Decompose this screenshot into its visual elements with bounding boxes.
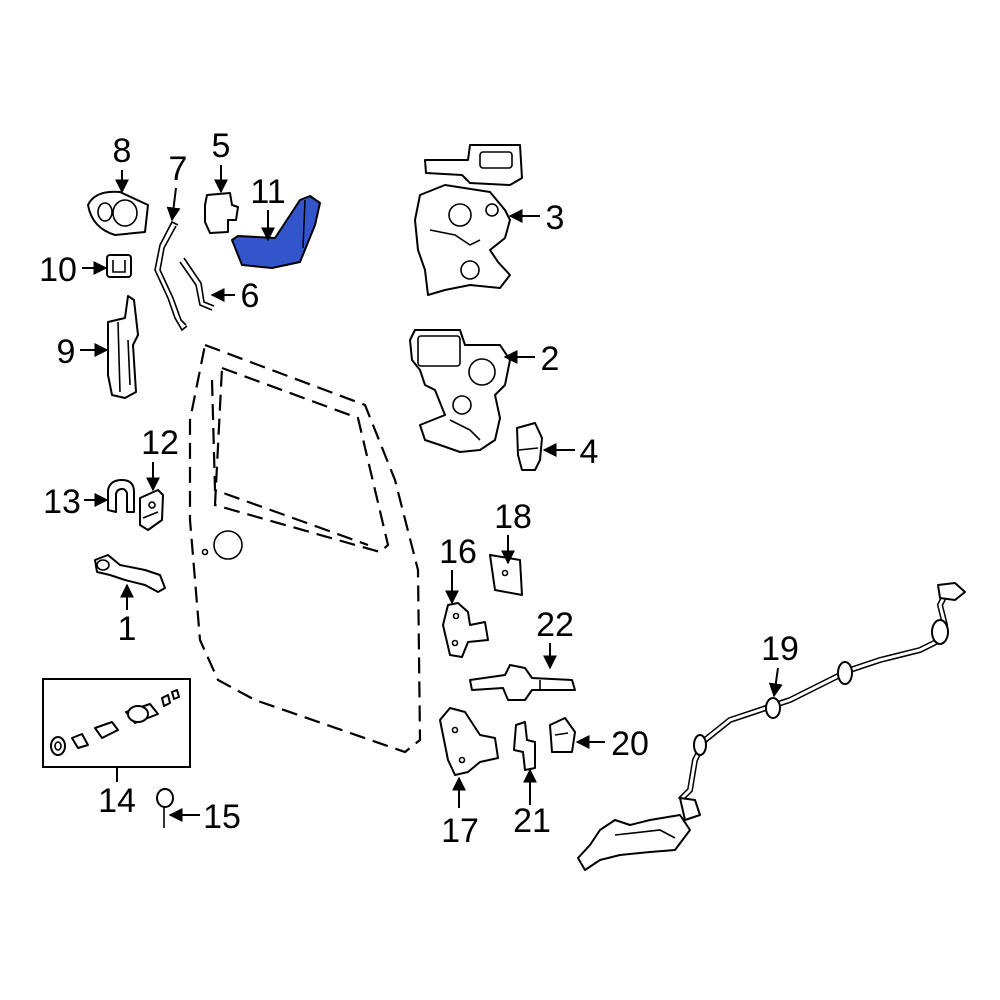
part-10-clip[interactable]	[107, 255, 131, 277]
part-2-latch[interactable]	[410, 330, 510, 452]
part-3-latch[interactable]	[415, 145, 522, 295]
callout-2[interactable]: 2	[541, 340, 560, 378]
callout-16[interactable]: 16	[439, 533, 477, 571]
callout-9[interactable]: 9	[57, 333, 76, 371]
part-15-pin[interactable]	[157, 789, 173, 828]
part-13-clip[interactable]	[108, 480, 134, 512]
callout-20[interactable]: 20	[611, 725, 649, 763]
part-18-plate[interactable]	[490, 555, 522, 595]
part-20-clip[interactable]	[550, 718, 575, 752]
part-17-hinge[interactable]	[440, 708, 498, 775]
callout-22[interactable]: 22	[536, 606, 574, 644]
callout-1[interactable]: 1	[118, 610, 137, 648]
callout-3[interactable]: 3	[546, 199, 565, 237]
part-8-handle-bezel[interactable]	[88, 192, 148, 235]
callout-19[interactable]: 19	[761, 630, 799, 668]
callout-12[interactable]: 12	[141, 424, 179, 462]
part-7-rod[interactable]	[155, 222, 187, 330]
callout-11[interactable]: 11	[250, 173, 285, 211]
door-outline	[190, 345, 420, 752]
part-14-lock-kit[interactable]	[43, 679, 190, 767]
callout-15[interactable]: 15	[203, 798, 241, 836]
part-4-bumper[interactable]	[517, 423, 542, 470]
callout-7[interactable]: 7	[169, 150, 188, 188]
callout-6[interactable]: 6	[241, 277, 260, 315]
part-9-bracket[interactable]	[108, 296, 138, 398]
callout-8[interactable]: 8	[113, 132, 132, 170]
part-6-rod[interactable]	[180, 258, 214, 310]
callout-14[interactable]: 14	[98, 782, 136, 820]
callout-21[interactable]: 21	[513, 802, 551, 840]
callout-13[interactable]: 13	[43, 483, 81, 521]
callout-5[interactable]: 5	[212, 127, 231, 165]
part-21-bracket[interactable]	[514, 722, 535, 770]
callout-17[interactable]: 17	[441, 812, 479, 850]
callout-10[interactable]: 10	[39, 251, 77, 289]
part-12-clip[interactable]	[140, 490, 163, 530]
part-5-clip[interactable]	[205, 193, 238, 233]
callout-18[interactable]: 18	[494, 498, 532, 536]
part-16-hinge[interactable]	[443, 603, 488, 657]
callout-4[interactable]: 4	[580, 433, 599, 471]
part-22-check-strap[interactable]	[470, 665, 575, 700]
part-1-handle[interactable]	[95, 555, 165, 592]
